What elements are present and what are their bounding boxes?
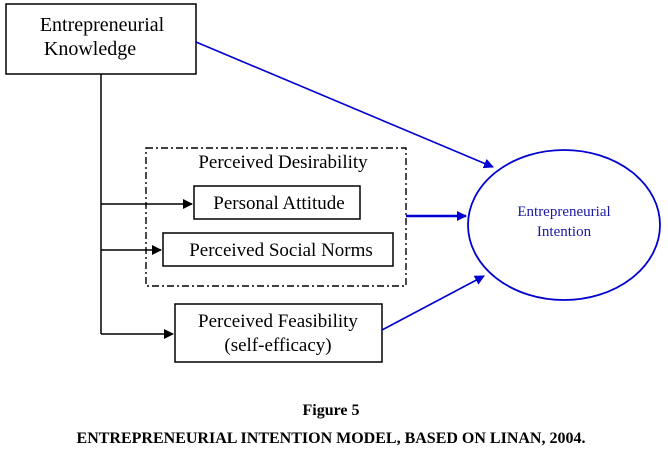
perceived-desirability-label: Perceived Desirability (198, 152, 368, 173)
entrepreneurial-intention-ellipse (467, 149, 661, 301)
personal-attitude-box (193, 185, 361, 220)
arrow-knowledge-to-intention (195, 41, 494, 169)
arrow-feasibility-to-intention (381, 275, 485, 331)
perceived-social-norms-label: Perceived Social Norms (189, 240, 373, 261)
figure-title: ENTREPRENEURIAL INTENTION MODEL, BASED O… (77, 430, 586, 447)
entrepreneurial-intention-label-line1: Entrepreneurial (517, 204, 610, 220)
node-perceived-social-norms: Perceived Social Norms (162, 232, 394, 267)
perceived-feasibility-label-line2: (self-efficacy) (224, 335, 331, 356)
intention-arrows (195, 41, 494, 331)
entrepreneurial-knowledge-label-line2: Knowledge (44, 38, 136, 60)
entrepreneurial-intention-label-line2: Intention (537, 224, 592, 240)
node-personal-attitude: Personal Attitude (193, 185, 361, 220)
entrepreneurial-knowledge-box (5, 3, 197, 75)
personal-attitude-label: Personal Attitude (213, 193, 344, 214)
perceived-desirability-group: Perceived Desirability (145, 147, 407, 287)
perceived-feasibility-box (174, 303, 383, 363)
figure-number: Figure 5 (302, 402, 359, 419)
perceived-feasibility-label-line1: Perceived Feasibility (198, 311, 358, 332)
node-perceived-feasibility: Perceived Feasibility (self-efficacy) (174, 303, 383, 363)
node-entrepreneurial-intention: Entrepreneurial Intention (467, 149, 661, 301)
perceived-desirability-frame (145, 147, 407, 287)
perceived-social-norms-box (162, 232, 394, 267)
figure-caption: Figure 5 ENTREPRENEURIAL INTENTION MODEL… (77, 402, 586, 447)
node-entrepreneurial-knowledge: Entrepreneurial Knowledge (5, 3, 197, 75)
entrepreneurial-knowledge-label-line1: Entrepreneurial (40, 14, 165, 36)
